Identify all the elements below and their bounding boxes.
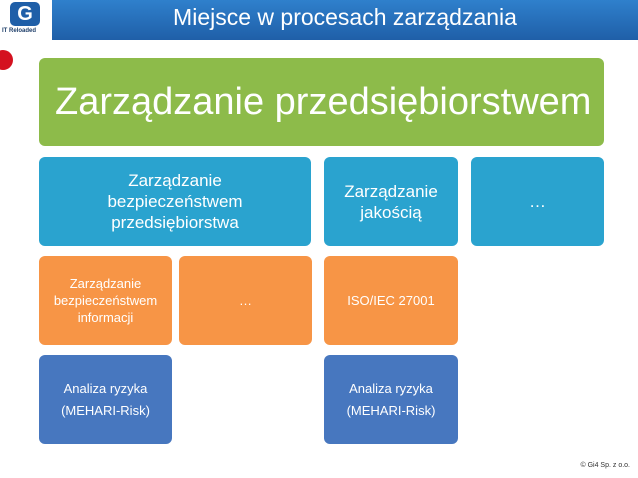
iso-27001-label: ISO/IEC 27001 [347, 293, 435, 308]
more-top-label: … [529, 192, 546, 211]
information-security-management-box: Zarządzanie bezpieczeństwem informacji [39, 256, 172, 345]
slide-header: G IT Reloaded Miejsce w procesach zarząd… [0, 0, 638, 40]
risk-analysis-right-box: Analiza ryzyka (MEHARI-Risk) [324, 355, 458, 444]
iso-27001-box: ISO/IEC 27001 [324, 256, 458, 345]
risk-analysis-right-line2: (MEHARI-Risk) [346, 402, 436, 418]
risk-analysis-left-line1: Analiza ryzyka [63, 380, 148, 396]
risk-analysis-left-box: Analiza ryzyka (MEHARI-Risk) [39, 355, 172, 444]
logo-caption: IT Reloaded [2, 28, 37, 34]
red-dot-decoration [0, 50, 13, 70]
enterprise-management-label: Zarządzanie przedsiębiorstwem [55, 80, 592, 123]
more-middle-label: … [239, 293, 252, 308]
logo-mark: G [10, 2, 40, 26]
enterprise-security-management-label: Zarządzanie bezpieczeństwem przedsiębior… [107, 171, 243, 232]
slide-title: Miejsce w procesach zarządzania [173, 4, 517, 30]
more-middle-box: … [179, 256, 312, 345]
information-security-management-label: Zarządzanie bezpieczeństwem informacji [53, 276, 158, 325]
enterprise-security-management-box: Zarządzanie bezpieczeństwem przedsiębior… [39, 157, 311, 246]
more-top-box: … [471, 157, 604, 246]
quality-management-box: Zarządzanie jakością [324, 157, 458, 246]
quality-management-label: Zarządzanie jakością [344, 181, 438, 222]
risk-analysis-left-line2: (MEHARI-Risk) [61, 402, 150, 418]
copyright-footer: © Gi4 Sp. z o.o. [580, 462, 630, 469]
risk-analysis-right-line1: Analiza ryzyka [349, 380, 433, 396]
enterprise-management-box: Zarządzanie przedsiębiorstwem [39, 58, 604, 146]
logo: G IT Reloaded [0, 0, 52, 40]
